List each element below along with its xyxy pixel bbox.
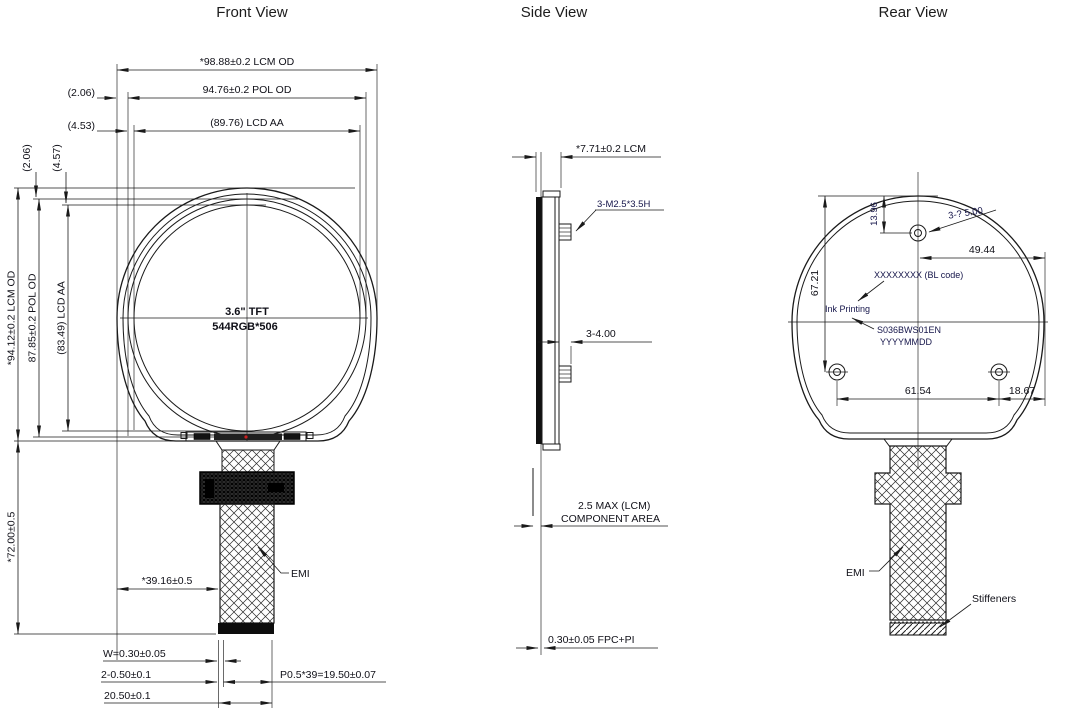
panel-size-label: 3.6" TFT bbox=[225, 306, 269, 318]
emi-label-front: EMI bbox=[291, 568, 310, 580]
connector-block-key-right bbox=[268, 483, 284, 492]
connector-pad-left bbox=[193, 433, 211, 440]
side-panel-bottom-cap bbox=[542, 443, 561, 451]
component-area-line2: COMPONENT AREA bbox=[561, 513, 660, 525]
rear-view-title: Rear View bbox=[879, 4, 948, 21]
rear-outline-outer bbox=[791, 195, 1045, 440]
emi-leader-rear bbox=[869, 546, 904, 572]
front-top-dimensions: *98.88±0.2 LCM OD 94.76±0.2 POL OD (89.7… bbox=[21, 56, 378, 204]
rear-view: 13.96 3-? 5.00 49.44 67.21 61.54 18.67 X… bbox=[788, 172, 1048, 636]
stiffeners-label: Stiffeners bbox=[972, 593, 1016, 605]
component-area-line1: 2.5 MAX (LCM) bbox=[578, 500, 650, 512]
dim-pitch: P0.5*39=19.50±0.07 bbox=[280, 669, 376, 681]
dim-lcd-aa-vertical: (83.49) LCD AA bbox=[56, 281, 68, 355]
center-mark bbox=[244, 435, 248, 439]
emi-label-rear: EMI bbox=[846, 567, 865, 579]
front-view-title: Front View bbox=[216, 4, 288, 21]
front-fpc-tail bbox=[199, 449, 295, 634]
dim-hole-to-edge: 18.67 bbox=[1009, 385, 1035, 397]
dim-top-hole-offset: 13.96 bbox=[869, 202, 880, 226]
rear-fpc-tail bbox=[874, 438, 962, 636]
gap-pol-vertical: (2.06) bbox=[21, 144, 33, 171]
front-lcm-outline-inner bbox=[122, 193, 372, 436]
fpc-neck bbox=[215, 440, 281, 451]
rear-outline-inner bbox=[796, 200, 1040, 434]
fpc-stiffener-band bbox=[218, 623, 274, 634]
rear-fpc-hatch bbox=[874, 445, 962, 621]
rear-screw-hole-right bbox=[988, 363, 1010, 381]
dim-end-traces: 2-0.50±0.1 bbox=[101, 669, 151, 681]
side-panel-top-cap bbox=[542, 190, 561, 198]
dim-center-to-edge: 49.44 bbox=[969, 244, 995, 256]
gap-aa-horizontal: (4.53) bbox=[68, 120, 95, 132]
front-left-dimensions: *94.12±0.2 LCM OD 87.85±0.2 POL OD (83.4… bbox=[6, 187, 70, 635]
dim-hole-span: 61.54 bbox=[905, 385, 931, 397]
dim-fpc-length: *72.00±0.5 bbox=[6, 511, 18, 562]
fpc-emi-hatch bbox=[219, 503, 275, 624]
front-bottom-connector bbox=[180, 431, 314, 451]
bl-code-label: XXXXXXXX (BL code) bbox=[874, 270, 963, 280]
gap-pol-horizontal: (2.06) bbox=[68, 87, 95, 99]
date-code-label: YYYYMMDD bbox=[880, 337, 933, 347]
dim-fpc-thickness: 0.30±0.05 FPC+PI bbox=[548, 634, 635, 646]
dim-trace-width: W=0.30±0.05 bbox=[103, 648, 166, 660]
ink-printing-label: Ink Printing bbox=[825, 304, 870, 314]
hole-diameter-label: 3-? 5.00 bbox=[948, 205, 984, 221]
dim-fpc-width: 20.50±0.1 bbox=[104, 690, 151, 702]
fpc-connector-block bbox=[199, 471, 295, 505]
side-screw-boss-bottom bbox=[558, 365, 572, 383]
rear-dimensions: 13.96 3-? 5.00 49.44 67.21 61.54 18.67 bbox=[809, 195, 1046, 406]
side-view-title: Side View bbox=[521, 4, 588, 21]
dim-lcm-od-vertical: *94.12±0.2 LCM OD bbox=[6, 270, 18, 365]
panel-resolution-label: 544RGB*506 bbox=[212, 321, 277, 333]
side-panel-glass bbox=[536, 197, 542, 444]
rear-printing-annotations: XXXXXXXX (BL code) Ink Printing S036BWS0… bbox=[825, 270, 963, 347]
dim-top-to-holes: 67.21 bbox=[809, 270, 821, 296]
dim-lcm-thickness: *7.71±0.2 LCM bbox=[576, 143, 646, 155]
dim-lcm-od-horizontal: *98.88±0.2 LCM OD bbox=[200, 56, 295, 68]
model-code-label: S036BWS01EN bbox=[877, 325, 941, 335]
fpc-upper-hatch bbox=[221, 449, 275, 473]
dim-fpc-offset: *39.16±0.5 bbox=[142, 575, 193, 587]
rear-stiffener bbox=[889, 622, 947, 636]
side-panel-body bbox=[541, 196, 560, 445]
front-bottom-dimensions: W=0.30±0.05 2-0.50±0.1 P0.5*39=19.50±0.0… bbox=[101, 648, 386, 705]
screw-spec-label: 3-M2.5*3.5H bbox=[597, 199, 650, 210]
front-lcm-outline-outer bbox=[116, 187, 378, 442]
connector-bar bbox=[214, 433, 282, 440]
front-extension-lines bbox=[14, 64, 378, 708]
connector-block-key-left bbox=[205, 479, 214, 498]
rear-screw-hole-left bbox=[826, 363, 848, 381]
dim-pol-od-horizontal: 94.76±0.2 POL OD bbox=[203, 84, 292, 96]
connector-pad-right bbox=[283, 433, 301, 440]
gap-aa-vertical: (4.57) bbox=[51, 144, 63, 171]
dim-lcd-aa-horizontal: (89.76) LCD AA bbox=[210, 117, 284, 129]
dim-pol-od-vertical: 87.85±0.2 POL OD bbox=[27, 273, 39, 362]
side-view: *7.71±0.2 LCM 3-M2.5*3.5H 3-4.00 2.5 MAX… bbox=[512, 143, 668, 655]
front-view: 3.6" TFT 544RGB*506 EMI *98 bbox=[6, 56, 386, 708]
stiffeners-leader bbox=[939, 603, 972, 628]
dim-boss-height: 3-4.00 bbox=[586, 328, 616, 340]
side-screw-boss-top bbox=[558, 223, 572, 241]
emi-leader-front bbox=[257, 546, 289, 574]
